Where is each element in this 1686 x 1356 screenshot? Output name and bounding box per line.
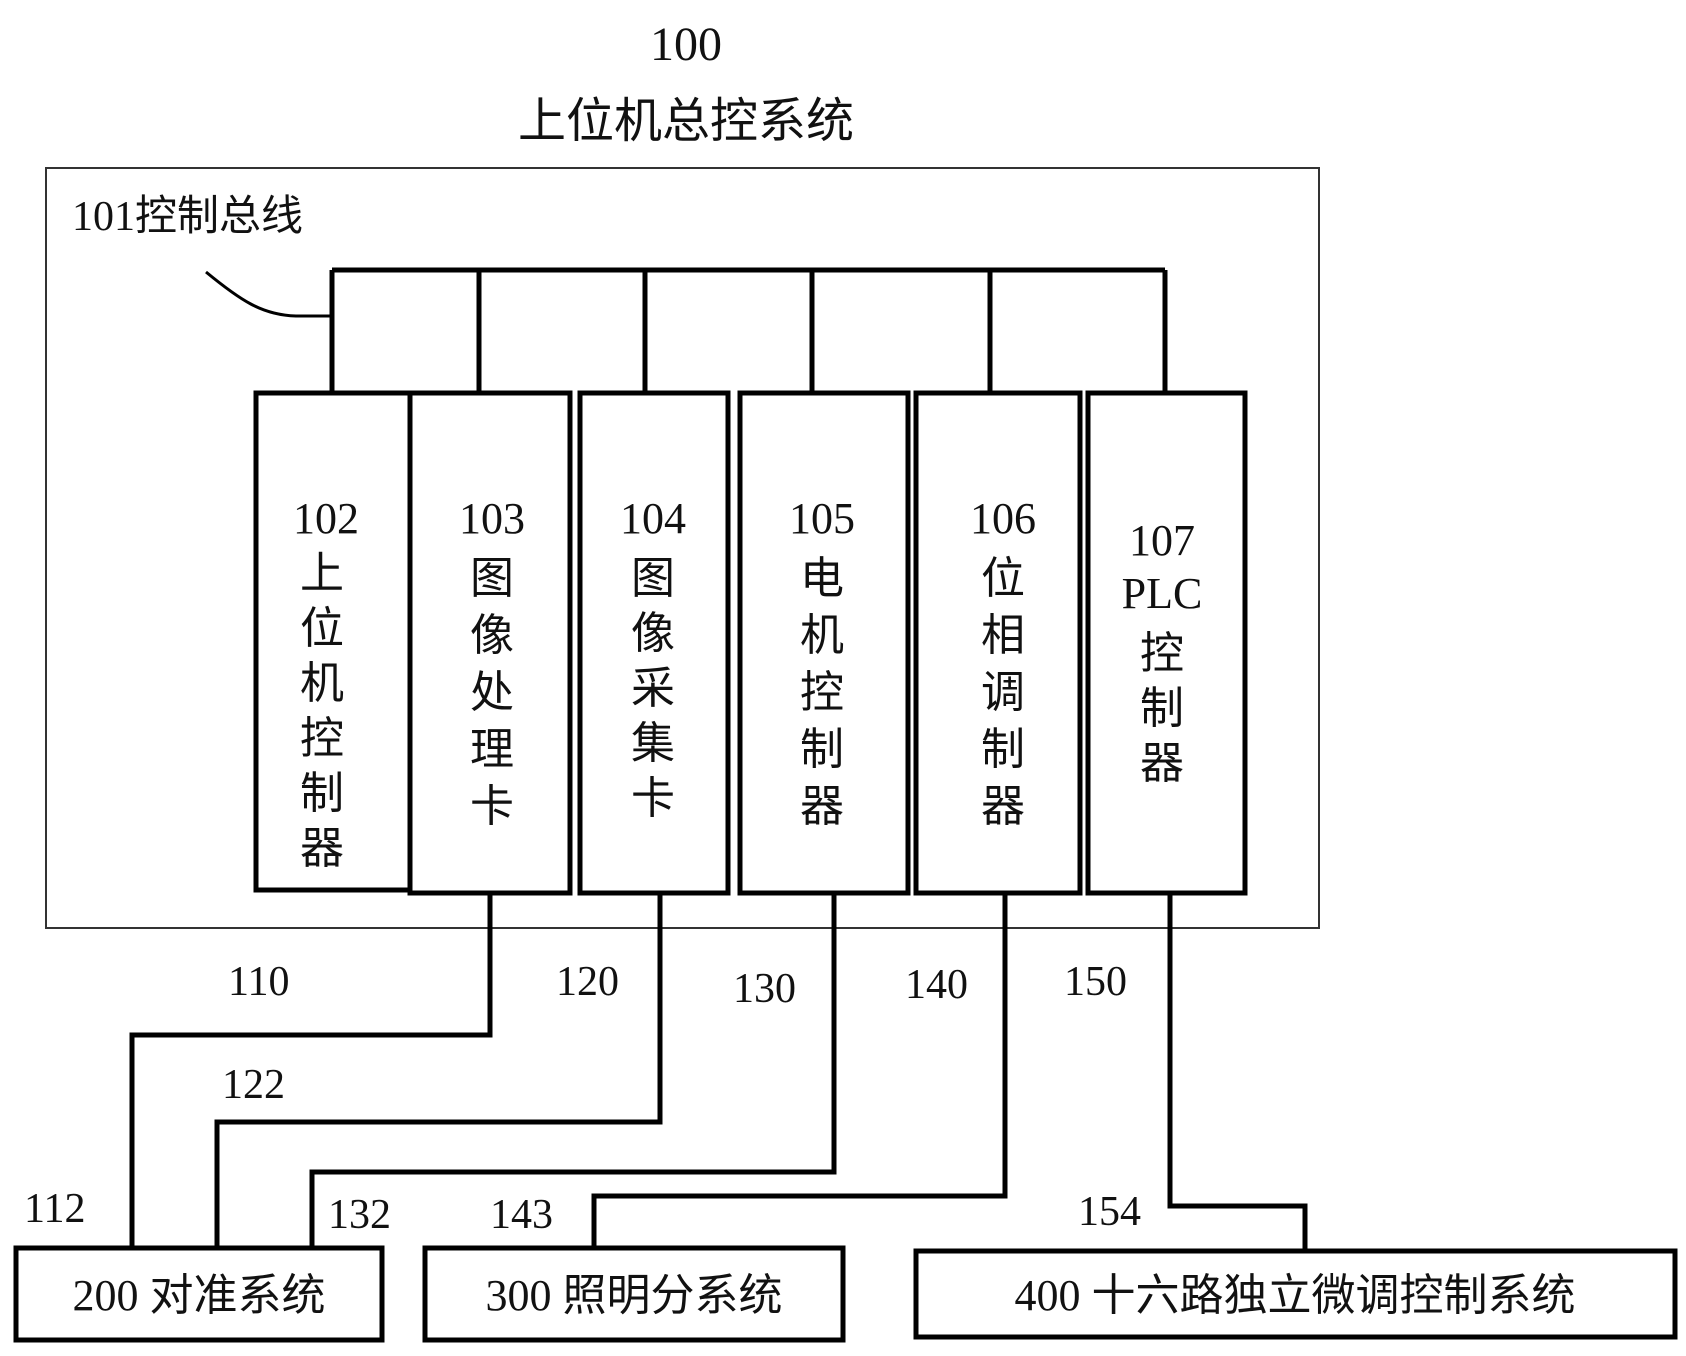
bus-label: 101控制总线 [72,194,303,240]
subsystem-labels: 200 对准系统 300 照明分系统 400 十六路独立微调控制系统 [73,1271,1576,1320]
line-label-110: 110 [228,959,289,1005]
module-102-line-1: 上 [300,549,344,598]
module-105-line-2: 机 [800,611,844,660]
module-102-line-2: 位 [300,604,344,653]
module-104-line-1: 图 [631,554,675,603]
module-107-line-0: 107 [1129,516,1195,565]
line-label-130: 130 [733,966,796,1012]
line-130 [309,893,837,1246]
module-105-line-5: 器 [800,782,844,831]
control-bus [329,267,1168,393]
module-105-line-1: 电 [800,554,844,603]
line-label-132: 132 [328,1192,391,1238]
module-103-line-2: 像 [470,611,514,660]
line-label-120: 120 [556,959,619,1005]
module-103-line-3: 处 [470,668,514,717]
module-106-line-5: 器 [981,782,1025,831]
line-label-140: 140 [905,962,968,1008]
module-106-line-2: 相 [981,611,1025,660]
module-103-line-1: 图 [470,554,514,603]
module-102-line-6: 器 [300,824,344,873]
module-102-line-0: 102 [293,494,359,543]
host-system-frame [45,167,1320,929]
module-104-line-5: 卡 [631,774,675,823]
module-105-line-4: 制 [800,725,844,774]
module-103-line-0: 103 [459,494,525,543]
line-140 [591,893,1008,1246]
title-number: 100 [650,18,722,71]
connection-lines [129,893,1308,1250]
module-106-line-4: 制 [981,725,1025,774]
module-box-105 [737,390,911,896]
module-box-106 [913,390,1083,896]
subsystem-box-200 [13,1245,385,1343]
module-106-line-1: 位 [981,554,1025,603]
subsystem-boxes [13,1245,1678,1343]
module-102-line-3: 机 [300,659,344,708]
module-box-107 [1085,390,1248,896]
module-102-line-5: 制 [300,769,344,818]
line-label-150: 150 [1064,959,1127,1005]
line-label-112: 112 [24,1186,85,1232]
subsystem-label-200: 200 对准系统 [73,1271,326,1320]
line-150 [1167,893,1308,1250]
module-107-line-2: 控 [1140,629,1184,678]
module-104-line-4: 集 [631,719,675,768]
module-box-104 [577,390,731,896]
line-label-122: 122 [222,1062,285,1108]
module-104-line-0: 104 [620,494,686,543]
module-105-line-0: 105 [789,494,855,543]
module-103-line-5: 卡 [470,782,514,831]
module-106-line-3: 调 [981,668,1025,717]
subsystem-label-400: 400 十六路独立微调控制系统 [1015,1271,1576,1320]
bus-leader-line [205,270,332,318]
module-107-line-1: PLC [1122,569,1203,618]
title-name: 上位机总控系统 [518,95,854,148]
subsystem-label-300: 300 照明分系统 [486,1271,783,1320]
module-104-line-3: 采 [631,664,675,713]
subsystem-box-300 [422,1245,846,1343]
module-105-line-3: 控 [800,668,844,717]
module-107-line-4: 器 [1140,739,1184,788]
subsystem-box-400 [913,1248,1678,1340]
module-boxes [253,390,1248,896]
module-106-line-0: 106 [970,494,1036,543]
module-labels: 102 上 位 机 控 制 器 103 图 像 处 理 卡 104 图 像 采 … [293,494,1202,873]
line-110 [129,893,493,1246]
module-103-line-4: 理 [470,725,514,774]
line-label-143: 143 [490,1192,553,1238]
line-labels: 110 120 130 140 150 122 112 132 143 154 [24,959,1141,1238]
module-107-line-3: 制 [1140,684,1184,733]
module-102-line-4: 控 [300,714,344,763]
module-104-line-2: 像 [631,609,675,658]
line-120 [214,893,663,1246]
line-label-154: 154 [1078,1189,1141,1235]
